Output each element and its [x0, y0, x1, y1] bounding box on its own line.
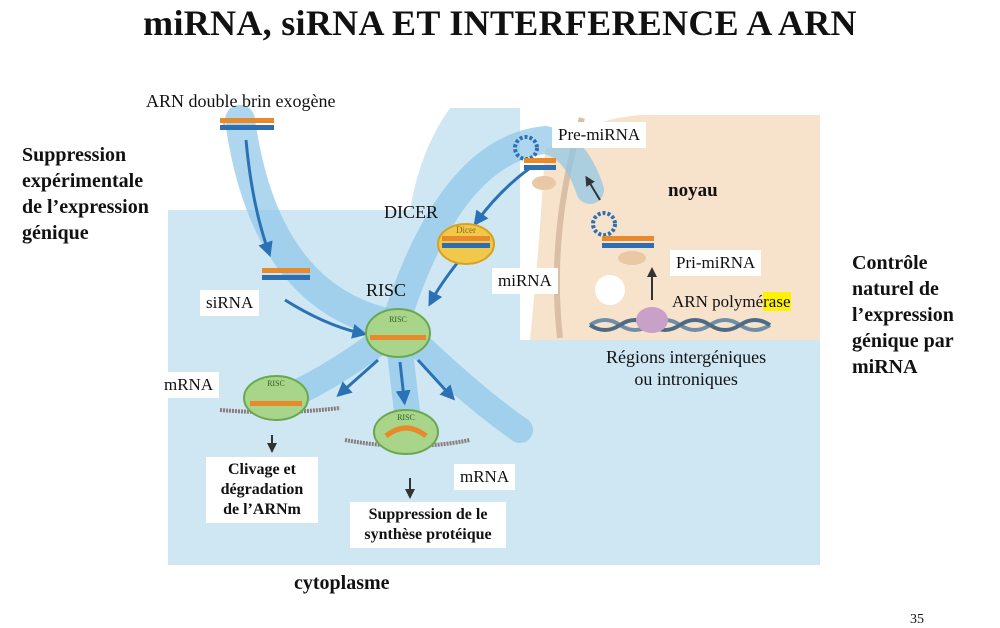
- rna-polymerase-label: ARN polymérase: [668, 290, 795, 314]
- right-heading-line: génique par: [852, 330, 954, 352]
- risc-complex-icon: RISC: [365, 308, 431, 358]
- mrna-right-label: mRNA: [454, 464, 516, 490]
- rna-polymerase-icon: [636, 307, 668, 333]
- risc-repression-label: RISC: [397, 413, 415, 422]
- cleavage-line: dégradation: [220, 481, 304, 498]
- sirna-label: siRNA: [200, 290, 260, 316]
- right-heading-line: Contrôle: [852, 252, 928, 274]
- risc-repression-icon: RISC: [373, 409, 439, 455]
- pre-mirna-hairpin-icon: [513, 135, 556, 190]
- rna-polymerase-text: ARN polymé: [672, 292, 764, 311]
- flow-arrow: [395, 361, 411, 406]
- nuclear-pore: [595, 275, 625, 305]
- page-number: 35: [910, 612, 924, 627]
- mrna-left-label: mRNA: [158, 372, 220, 398]
- page-title: miRNA, siRNA ET INTERFERENCE A ARN: [143, 3, 857, 43]
- right-heading: Contrôle naturel de l’expression génique…: [852, 250, 954, 380]
- risc-label: RISC: [366, 280, 407, 300]
- sirna-duplex-icon: [262, 268, 310, 280]
- right-heading-line: l’expression: [852, 304, 954, 326]
- dna-strand: [588, 318, 772, 332]
- intergenic-line: Régions intergéniques: [606, 347, 767, 367]
- dicer-enzyme-icon: Dicer: [437, 223, 495, 265]
- mirna-label: miRNA: [492, 268, 558, 294]
- cytoplasm-region: [168, 108, 820, 565]
- pri-mirna-hairpin-icon: [591, 211, 654, 265]
- exogenous-dsrna-icon: [220, 118, 274, 130]
- flow-arrow: [473, 166, 531, 227]
- cleavage-line: Clivage et: [228, 461, 296, 478]
- flow-arrow: [428, 261, 460, 307]
- right-heading-line: naturel de: [852, 278, 939, 300]
- mirna-pathway-band: [381, 125, 604, 339]
- rna-polymerase-highlight: rase: [763, 292, 791, 311]
- risc-cleavage-icon: RISC: [243, 375, 309, 421]
- export-arrow: [585, 175, 601, 201]
- left-heading-line: de l’expression: [22, 196, 149, 218]
- intergenic-regions-label: Régions intergéniques ou introniques: [606, 346, 766, 390]
- exogenous-dsrna-label: ARN double brin exogène: [146, 91, 336, 111]
- risc-cleavage-label: RISC: [267, 379, 285, 388]
- cleavage-line: de l’ARNm: [223, 501, 301, 518]
- dicer-enzyme-label: Dicer: [456, 225, 476, 235]
- noyau-label: noyau: [668, 180, 718, 201]
- translation-suppression-line: synthèse protéique: [364, 526, 492, 543]
- flow-arrow: [284, 298, 368, 339]
- flow-arrow: [416, 358, 456, 401]
- left-heading-line: génique: [22, 222, 89, 244]
- flow-arrow: [336, 358, 379, 397]
- left-heading-line: expérimentale: [22, 170, 144, 192]
- cytoplasme-label: cytoplasme: [294, 572, 390, 594]
- translation-suppression-box: Suppression de le synthèse protéique: [350, 502, 506, 548]
- translation-suppression-line: Suppression de le: [368, 506, 488, 523]
- pri-mirna-label: Pri-miRNA: [670, 250, 762, 276]
- pre-mirna-label: Pre-miRNA: [552, 122, 647, 148]
- flow-arrow: [244, 139, 273, 258]
- risc-complex-label: RISC: [389, 315, 407, 324]
- dicer-label: DICER: [384, 202, 438, 222]
- left-heading-line: Suppression: [22, 144, 127, 166]
- cleavage-result-box: Clivage et dégradation de l’ARNm: [206, 457, 318, 523]
- intergenic-line: ou introniques: [634, 369, 738, 389]
- left-heading: Suppression expérimentale de l’expressio…: [22, 142, 149, 246]
- right-heading-line: miRNA: [852, 356, 918, 378]
